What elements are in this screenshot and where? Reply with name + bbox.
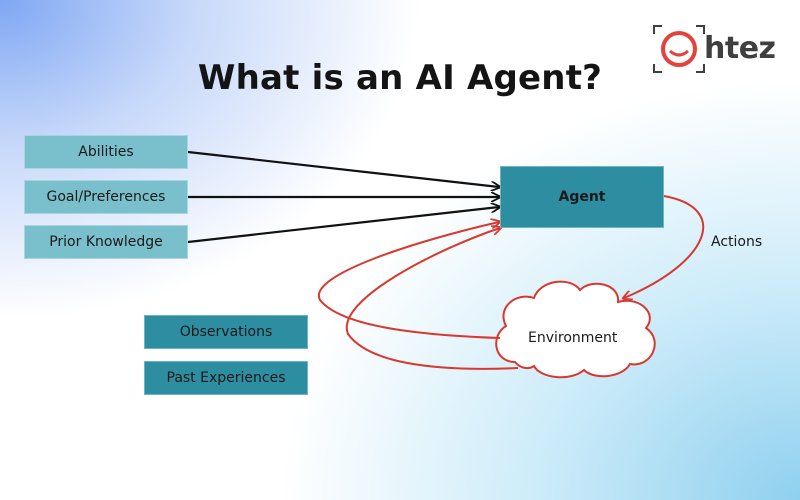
past-experiences-box: Past Experiences [144, 361, 308, 395]
logo-smile-icon [669, 49, 689, 57]
logo [653, 25, 705, 73]
abilities-arrow [187, 150, 499, 187]
environment-label: Environment [528, 330, 618, 346]
agent-box: Agent [500, 166, 664, 228]
observations-box: Observations [144, 315, 308, 349]
prior-knowledge-label: Prior Knowledge [49, 234, 163, 250]
abilities-box: Abilities [24, 135, 188, 169]
goal-preferences-box: Goal/Preferences [24, 180, 188, 214]
logo-ring-icon [661, 31, 697, 67]
prior-knowledge-arrow [187, 207, 499, 244]
actions-label: Actions [711, 234, 763, 250]
abilities-label: Abilities [78, 144, 134, 160]
experiences-feedback-arrow [345, 228, 519, 370]
past-experiences-label: Past Experiences [166, 370, 286, 386]
environment-cloud [495, 280, 656, 379]
page-title: What is an AI Agent? [197, 58, 603, 98]
observations-feedback-arrow [317, 222, 500, 339]
agent-label: Agent [558, 189, 606, 205]
prior-knowledge-box: Prior Knowledge [24, 225, 188, 259]
actions-arrow [624, 195, 705, 298]
observations-label: Observations [179, 324, 273, 340]
logo-text: htez [704, 31, 776, 66]
goal-preferences-label: Goal/Preferences [46, 189, 166, 205]
camera-frame-icon [653, 25, 705, 73]
